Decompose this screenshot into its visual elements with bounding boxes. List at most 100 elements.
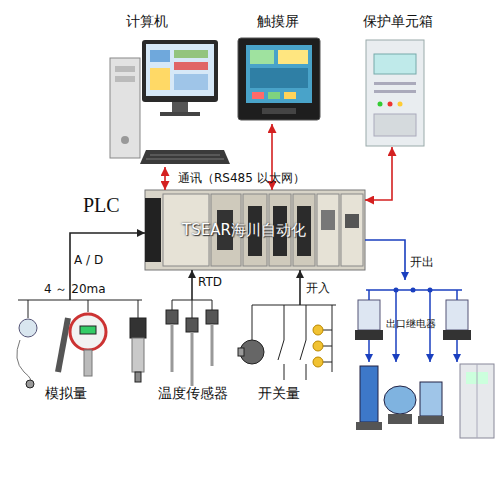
output-relays-illustration-part — [368, 340, 370, 362]
temperature-sensors-illustration-part — [186, 318, 198, 332]
node-label: PLC — [83, 194, 120, 216]
analog-sensors-illustration-part — [80, 326, 96, 334]
analog-sensors-illustration-part — [58, 318, 68, 372]
switch-inputs-illustration — [238, 305, 336, 380]
touch-screen-illustration-part — [278, 50, 308, 64]
analog-sensors-illustration-part — [132, 338, 144, 372]
output-relays-illustration-part — [460, 364, 494, 438]
switch-inputs-illustration-part — [306, 364, 307, 380]
protection-box-illustration-part — [374, 82, 416, 85]
edge-label: 开入 — [306, 282, 330, 295]
plc-rack-illustration-part — [317, 194, 339, 266]
temperature-sensors-illustration-part — [172, 300, 173, 310]
computer-illustration-part — [110, 58, 140, 158]
signal-range-label: 4 ～ 20ma — [44, 283, 106, 296]
output-relays-illustration — [355, 288, 494, 439]
temperature-sensors-illustration-part — [171, 324, 174, 372]
temperature-sensors-illustration-part — [206, 310, 218, 324]
switch-inputs-illustration-part — [252, 305, 253, 340]
connector-arrow — [191, 270, 193, 300]
analog-sensors-illustration-part — [84, 350, 92, 376]
computer-illustration-part — [174, 50, 208, 58]
connector-arrow — [365, 147, 392, 200]
output-relays-illustration-part — [388, 414, 412, 424]
switch-inputs-illustration-part — [313, 325, 323, 335]
relay-output-node: 出口继电器 — [352, 280, 477, 352]
protection-box-illustration-part — [374, 54, 416, 74]
computer-illustration-part — [174, 74, 208, 90]
node-label: 触摸屏 — [257, 14, 299, 29]
computer-illustration-part — [174, 62, 208, 70]
computer-illustration-part — [140, 150, 230, 164]
temperature-sensors-illustration-part — [212, 300, 213, 310]
touch-screen-illustration-part — [250, 68, 308, 88]
node-label: 温度传感器 — [158, 386, 228, 401]
output-relays-illustration-part — [356, 422, 382, 430]
touch-screen-illustration-part — [284, 92, 296, 99]
node-label: 保护单元箱 — [363, 14, 433, 29]
computer-illustration-part — [150, 68, 170, 90]
touch-screen-illustration-part — [262, 108, 296, 114]
temperature-sensors-illustration-part — [211, 324, 214, 366]
touch-screen-illustration-part — [250, 50, 274, 64]
output-relays-illustration-part — [368, 290, 370, 300]
plc-rack-illustration-part — [321, 210, 335, 230]
plc-rack-illustration-part — [341, 194, 363, 266]
node-label: 模拟量 — [45, 386, 87, 401]
output-relays-illustration-part — [456, 290, 458, 300]
touch-screen-illustration-part — [268, 92, 280, 99]
plc-rack-illustration-part — [145, 198, 161, 262]
analog-sensors-illustration-part — [70, 314, 106, 350]
touch-screen-illustration-part — [252, 92, 264, 99]
analog-sensors-illustration-part — [26, 380, 34, 388]
switch-inputs-illustration-part — [284, 305, 285, 340]
analog-sensors-illustration-part — [135, 372, 141, 382]
connector-arrow — [164, 167, 166, 190]
output-relays-illustration-part — [411, 288, 416, 293]
analog-sensors-illustration-part — [28, 300, 29, 318]
computer-illustration — [110, 40, 230, 164]
switch-input-node: 开关量 — [232, 305, 347, 407]
analog-sensors-illustration-part — [17, 340, 31, 384]
touch-screen-illustration-part — [246, 45, 312, 103]
computer-node: 计算机 — [108, 12, 226, 167]
computer-illustration-part — [150, 155, 220, 156]
computer-illustration-part — [150, 50, 170, 62]
connector-arrow — [365, 240, 405, 280]
plc-rack-illustration-part — [345, 214, 359, 228]
node-label: 开关量 — [258, 386, 300, 401]
analog-sensors-illustration-part — [138, 300, 139, 318]
switch-inputs-illustration-part — [306, 305, 307, 340]
switch-inputs-illustration-part — [313, 357, 323, 367]
protection-box-illustration-part — [378, 102, 383, 107]
edge-label: RTD — [198, 276, 222, 289]
temperature-sensors-illustration — [166, 300, 218, 386]
output-relays-illustration-part — [358, 300, 380, 330]
output-relays-illustration-part — [446, 300, 468, 330]
switch-inputs-illustration-part — [300, 340, 306, 360]
edge-label: 开出 — [410, 256, 434, 269]
temperature-sensors-illustration-part — [166, 310, 178, 324]
switch-inputs-illustration-part — [278, 340, 284, 360]
analog-sensors-illustration-part — [18, 300, 142, 301]
computer-illustration-part — [142, 40, 218, 102]
output-relays-illustration-part — [420, 382, 442, 416]
node-label: 出口继电器 — [386, 318, 436, 329]
protection-box-illustration-part — [374, 90, 416, 93]
computer-illustration-part — [146, 44, 214, 96]
switch-inputs-illustration-part — [252, 305, 336, 306]
touch-screen-node: 触摸屏 — [232, 12, 324, 124]
temperature-sensors-illustration-part — [191, 332, 194, 386]
output-relays-illustration-part — [360, 366, 378, 422]
output-relays-illustration-part — [456, 340, 458, 362]
computer-illustration-part — [146, 159, 224, 160]
plc-rack-illustration-part — [145, 190, 365, 270]
analog-sensors-illustration-part — [130, 318, 146, 338]
output-relays-illustration-part — [355, 330, 383, 340]
temperature-sensor-node: 温度传感器 — [160, 300, 228, 407]
output-relays-illustration-part — [384, 386, 416, 414]
touch-screen-illustration — [238, 38, 320, 120]
temperature-sensors-illustration-part — [192, 300, 193, 318]
output-relays-illustration-part — [477, 364, 478, 438]
protection-box-illustration-part — [366, 40, 424, 146]
